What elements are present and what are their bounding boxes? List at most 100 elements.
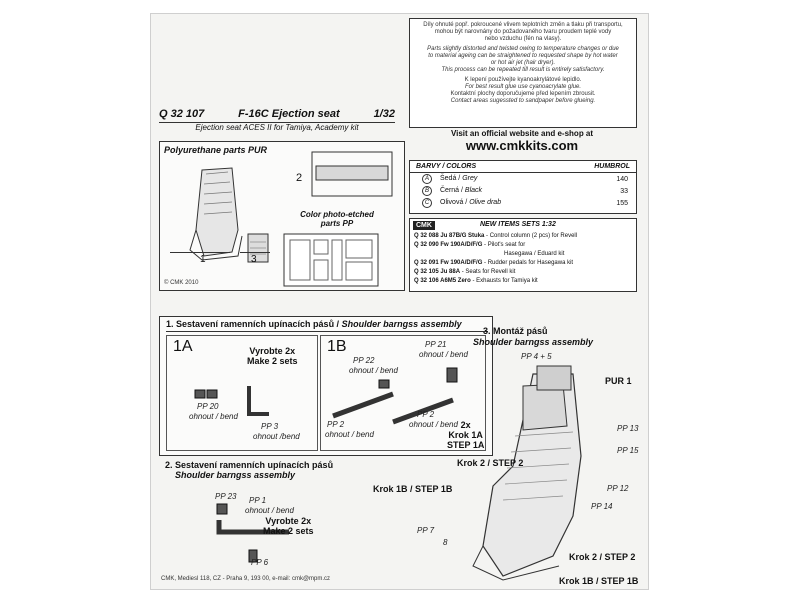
notice-box: Díly ohnuté popř. pokroucené vlivem tepl…	[409, 18, 637, 128]
seat-assembly-drawing	[472, 365, 582, 581]
footer-address: CMK, Mediesl 118, CZ - Praha 9, 193 00, …	[161, 576, 331, 582]
part-label-3: 3	[251, 254, 257, 265]
shop-url[interactable]: www.cmkkits.com	[465, 138, 579, 153]
new-items-box: CMK NEW ITEMS SETS 1:32 Q 32 088 Ju 87B/…	[409, 218, 637, 292]
instruction-sheet: Díly ohnuté popř. pokroucené vlivem tepl…	[150, 13, 649, 590]
notice-glue-4: Contact areas sugessted to sandpaper bef…	[450, 98, 596, 104]
pp22-label: PP 22	[353, 356, 375, 365]
pp14-label: PP 14	[591, 502, 613, 511]
color-mark-a: A	[422, 174, 432, 184]
strap-drawing	[247, 386, 269, 416]
pp7-label: PP 7	[417, 526, 435, 535]
buckle-drawing	[194, 389, 218, 399]
new-item-row: Hasegawa / Eduard kit	[504, 251, 565, 257]
step2-section: 2. Sestavení ramenních upínacích pásů Sh…	[159, 460, 409, 572]
bend-label: ohnout / bend	[189, 412, 238, 421]
color-name-cz: Šedá	[440, 175, 457, 182]
notice-glue-1: K lepení používejte kyanoakrylátové lepi…	[464, 77, 582, 83]
color-code: 33	[620, 187, 628, 195]
color-name-cz: Olivová	[440, 199, 464, 206]
pp6-label: PP 6	[251, 558, 269, 567]
header: Q 32 107 F-16C Ejection seat 1/32 Ejecti…	[159, 108, 395, 132]
pp2a-label: PP 2	[327, 420, 345, 429]
strap-pp2-drawing	[332, 367, 458, 425]
color-code: 140	[616, 175, 628, 183]
bend-label-3: ohnout / bend	[349, 366, 398, 375]
make-en-2: Make 2 sets	[263, 526, 314, 536]
make-cz: Vyrobte 2x	[249, 346, 296, 356]
cmk-logo: CMK	[413, 221, 435, 230]
krok2b-label: Krok 2 / STEP 2	[569, 552, 636, 562]
bend-label-6: ohnout / bend	[409, 420, 458, 429]
pp12-label: PP 12	[607, 484, 629, 493]
new-item-row: Q 32 088 Ju 87B/G Stuka - Control column…	[414, 233, 578, 239]
krok1b2-label: Krok 1B / STEP 1B	[559, 576, 639, 586]
step2-title-cz: 2. Sestavení ramenních upínacích pásů	[165, 460, 334, 470]
etched-title: Color photo-etched	[300, 210, 374, 219]
product-subtitle: Ejection seat ACES II for Tamiya, Academ…	[195, 123, 359, 132]
pp2b-label: PP 2	[417, 410, 435, 419]
make-en: Make 2 sets	[247, 356, 298, 366]
step1a-panel: 1A Vyrobte 2x Make 2 sets PP 20 ohnout /…	[166, 335, 318, 451]
etched-subtitle: parts PP	[320, 219, 354, 228]
pp20-label: PP 20	[197, 402, 219, 411]
pp8-label: 8	[443, 538, 448, 547]
color-mark-b: B	[422, 186, 432, 196]
new-item-row: Q 32 106 A6M5 Zero - Exhausts for Tamiya…	[414, 278, 538, 284]
parts-box: Polyurethane parts PUR 1 3 2 Color photo…	[159, 141, 405, 291]
notice-glue-3: Kontaktní plochy doporučujeme před lepen…	[450, 91, 596, 97]
pp13-label: PP 13	[617, 424, 639, 433]
pp45-label: PP 4 + 5	[521, 352, 552, 361]
step3-section: 3. Montáž pásů Shoulder barngss assembly…	[373, 326, 643, 588]
step3-title-cz: 3. Montáž pásů	[483, 326, 548, 336]
notice-en-3: or hot air jet (hair dryer).	[490, 60, 556, 66]
step3-2x: 2x	[460, 420, 471, 430]
seat-part-2-drawing	[311, 151, 393, 197]
color-name-cz: Černá	[440, 187, 460, 194]
bend-label-5: ohnout / bend	[325, 430, 374, 439]
product-code: Q 32 107	[159, 108, 205, 120]
step1-title-cz: 1. Sestavení ramenních upínacích pásů /	[166, 319, 340, 329]
new-item-row: Q 32 090 Fw 190A/D/F/G - Pilot's seat fo…	[414, 242, 526, 248]
step1a-label: STEP 1A	[447, 440, 485, 450]
step1b-label: 1B	[327, 338, 347, 355]
krok1a-label: Krok 1A	[448, 430, 483, 440]
product-scale: 1/32	[373, 108, 395, 120]
seat-part-1-drawing	[189, 167, 243, 261]
krok1b-label: Krok 1B / STEP 1B	[373, 484, 453, 494]
bend-label-7: ohnout / bend	[245, 506, 294, 515]
color-name-en: Grey	[462, 175, 478, 182]
notice-cz-3: nebo vzduchu (fén na vlasy).	[484, 36, 562, 42]
parts-title: Polyurethane parts PUR	[164, 145, 268, 155]
pur1-label: PUR 1	[605, 376, 632, 386]
step3-title-en: Shoulder barngss assembly	[473, 337, 594, 347]
step1-box: 1. Sestavení ramenních upínacích pásů / …	[159, 316, 493, 456]
colors-header-right: HUMBROL	[594, 163, 630, 170]
notice-glue-2: For best result glue use cyanoacrylate g…	[464, 84, 582, 90]
seat-part-3-drawing	[247, 233, 269, 263]
notice-en-4: This process can be repeated till result…	[441, 67, 605, 73]
pp3-label: PP 3	[261, 422, 279, 431]
bend-label-4: ohnout / bend	[419, 350, 468, 359]
new-item-row: Q 32 105 Ju 88A - Seats for Revell kit	[414, 269, 516, 275]
color-mark-c: C	[422, 198, 432, 208]
new-item-row: Q 32 091 Fw 190A/D/F/G - Rudder pedals f…	[414, 260, 574, 266]
colors-header-left: BARVY / COLORS	[416, 163, 477, 170]
notice-cz-1: Díly ohnuté popř. pokroucené vlivem tepl…	[423, 22, 623, 28]
new-items-title: NEW ITEMS SETS 1:32	[480, 221, 556, 228]
pp15-label: PP 15	[617, 446, 639, 455]
notice-en-1: Parts slightly distorted and twisted owi…	[427, 46, 619, 52]
shop-info: Visit an official website and e-shop at …	[409, 129, 635, 153]
step1a-label: 1A	[173, 338, 193, 355]
step2-title-en: Shoulder barngss assembly	[175, 470, 296, 480]
color-name-en: Olive drab	[469, 199, 502, 206]
copyright: © CMK 2010	[164, 280, 199, 286]
notice-en-2: to material ageing can be straightened t…	[428, 53, 618, 59]
etched-fret-drawing	[283, 233, 379, 287]
color-name-en: Black	[464, 187, 483, 194]
step2-strap-drawing	[216, 503, 289, 563]
